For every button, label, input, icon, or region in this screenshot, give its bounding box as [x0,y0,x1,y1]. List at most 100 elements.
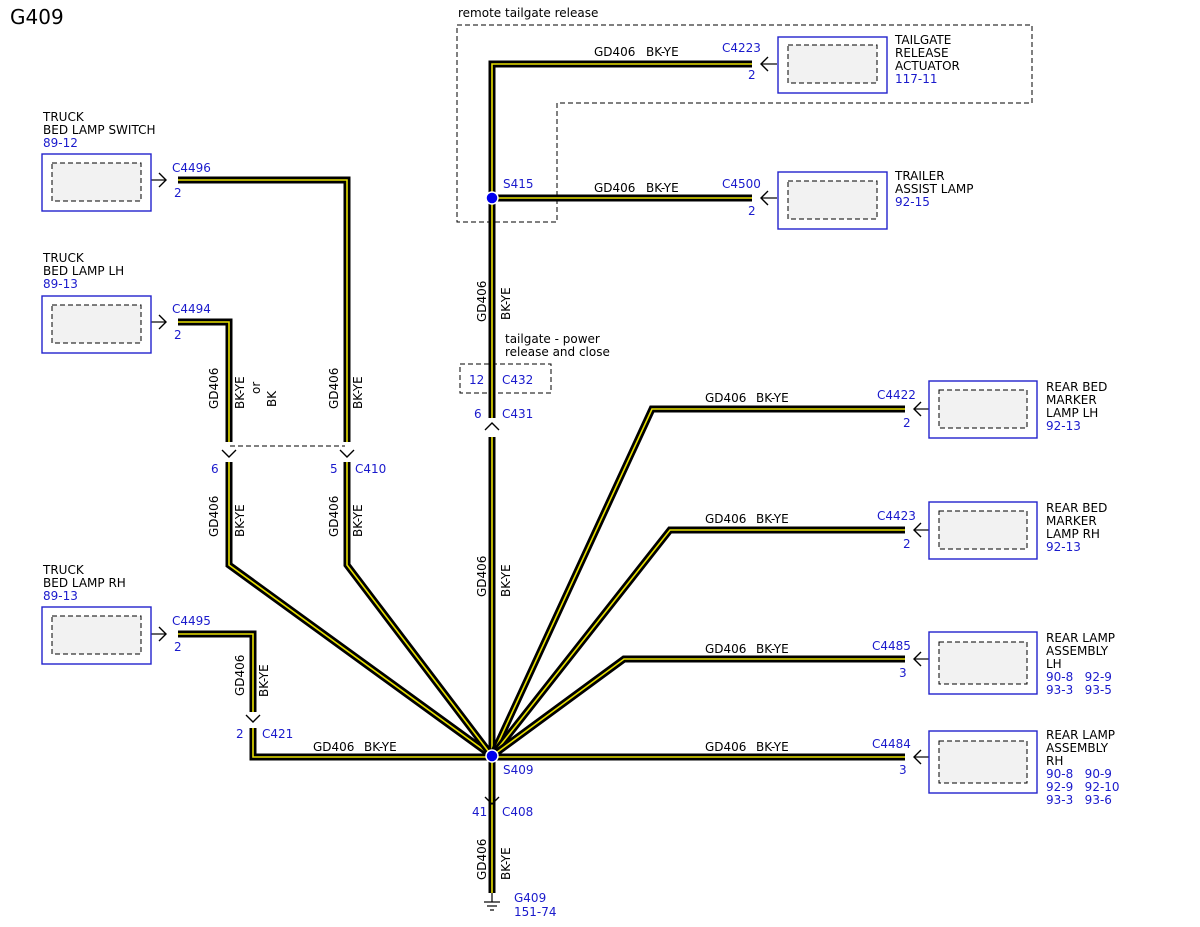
svg-text:BED LAMP SWITCH: BED LAMP SWITCH [43,123,156,137]
connector-c4484: C4484 [872,737,911,751]
c421-pin: 2 [236,727,244,741]
svg-text:GD406: GD406 [594,45,635,59]
svg-text:TAILGATE: TAILGATE [894,33,951,47]
svg-text:REAR LAMP: REAR LAMP [1046,728,1115,742]
svg-text:BK-YE: BK-YE [233,376,247,409]
splice-s409-label: S409 [503,763,534,777]
connector-c408: C408 [502,805,533,819]
svg-text:ACTUATOR: ACTUATOR [895,59,960,73]
svg-text:TRAILER: TRAILER [894,169,945,183]
svg-text:GD406: GD406 [594,181,635,195]
svg-text:BK: BK [265,390,279,407]
svg-text:2: 2 [748,68,756,82]
svg-text:GD406: GD406 [475,556,489,597]
svg-text:2: 2 [903,537,911,551]
svg-text:2: 2 [748,204,756,218]
connector-c421: C421 [262,727,293,741]
remote-tailgate-region [456,24,1033,223]
truck-bed-lamp-rh: TRUCK BED LAMP RH 89-13 C4495 2 [41,563,211,665]
connector-c4223: C4223 [722,41,761,55]
svg-text:LAMP RH: LAMP RH [1046,527,1100,541]
svg-text:BK-YE: BK-YE [233,504,247,537]
svg-text:RH: RH [1046,754,1063,768]
svg-text:BK-YE: BK-YE [351,504,365,537]
svg-text:2: 2 [903,416,911,430]
svg-text:92-13: 92-13 [1046,419,1081,433]
svg-text:BK-YE: BK-YE [364,740,397,754]
svg-text:2: 2 [174,328,182,342]
connector-c4485: C4485 [872,639,911,653]
svg-text:89-12: 89-12 [43,136,78,150]
splice-s415 [485,191,499,205]
svg-text:MARKER: MARKER [1046,393,1097,407]
svg-text:BK-YE: BK-YE [351,376,365,409]
ground-name: G409 [514,891,546,905]
svg-text:90-8 92-9: 90-8 92-9 [1046,670,1112,684]
svg-text:REAR BED: REAR BED [1046,380,1107,394]
connector-c4495: C4495 [172,614,211,628]
svg-text:3: 3 [899,763,907,777]
c410-pin-left: 6 [211,462,219,476]
svg-text:2: 2 [174,186,182,200]
svg-text:or: or [249,382,263,394]
svg-text:92-15: 92-15 [895,195,930,209]
svg-text:89-13: 89-13 [43,277,78,291]
truck-bed-lamp-switch: TRUCK BED LAMP SWITCH 89-12 C4496 2 [41,110,211,212]
svg-text:REAR LAMP: REAR LAMP [1046,631,1115,645]
svg-text:93-3 93-5: 93-3 93-5 [1046,683,1112,697]
svg-text:TRUCK: TRUCK [42,110,85,124]
connector-c4500: C4500 [722,177,761,191]
svg-text:GD406: GD406 [327,496,341,537]
svg-text:RELEASE: RELEASE [895,46,949,60]
trailer-assist-lamp: TRAILER ASSIST LAMP 92-15 C4500 2 [722,169,974,230]
svg-text:BK-YE: BK-YE [257,664,271,697]
c432-box [459,363,552,394]
svg-text:BK-YE: BK-YE [756,391,789,405]
connector-c432: C432 [502,373,533,387]
svg-text:GD406: GD406 [207,368,221,409]
splice-s415-label: S415 [503,177,534,191]
ground-ref: 151-74 [514,905,557,919]
svg-text:GD406: GD406 [327,368,341,409]
wire-labels-vertical: GD406 BK-YE GD406 BK-YE GD406 BK-YE GD40… [207,281,513,880]
svg-text:BK-YE: BK-YE [499,564,513,597]
rear-bed-marker-lamp-rh: REAR BED MARKER LAMP RH 92-13 C4423 2 [877,501,1107,560]
connector-arrows [151,56,929,805]
svg-text:92-13: 92-13 [1046,540,1081,554]
svg-text:MARKER: MARKER [1046,514,1097,528]
svg-text:ASSEMBLY: ASSEMBLY [1046,741,1109,755]
tailgate-release-actuator: TAILGATE RELEASE ACTUATOR 117-11 C4223 2 [722,33,960,94]
svg-text:LAMP LH: LAMP LH [1046,406,1098,420]
svg-text:BK-YE: BK-YE [646,181,679,195]
svg-text:REAR BED: REAR BED [1046,501,1107,515]
connector-c4494: C4494 [172,302,211,316]
connector-c4422: C4422 [877,388,916,402]
svg-text:TRUCK: TRUCK [42,563,85,577]
svg-text:89-13: 89-13 [43,589,78,603]
c410-pin-right: 5 [330,462,338,476]
svg-text:LH: LH [1046,657,1062,671]
connector-c4496: C4496 [172,161,211,175]
svg-text:3: 3 [899,666,907,680]
svg-text:GD406: GD406 [705,642,746,656]
wire-harness [178,60,905,893]
svg-text:BED LAMP RH: BED LAMP RH [43,576,126,590]
splice-s409 [485,749,499,763]
rear-lamp-assembly-lh: REAR LAMP ASSEMBLY LH 90-8 92-9 93-3 93-… [872,631,1115,697]
c431-pin: 6 [474,407,482,421]
svg-text:BK-YE: BK-YE [499,287,513,320]
svg-text:BK-YE: BK-YE [756,642,789,656]
svg-text:BK-YE: BK-YE [499,847,513,880]
svg-text:117-11: 117-11 [895,72,938,86]
svg-text:GD406: GD406 [233,655,247,696]
connector-c431: C431 [502,407,533,421]
rear-bed-marker-lamp-lh: REAR BED MARKER LAMP LH 92-13 C4422 2 [877,380,1107,439]
svg-text:GD406: GD406 [705,740,746,754]
svg-text:GD406: GD406 [313,740,354,754]
power-release-label-1: tailgate - power [505,332,600,346]
svg-text:GD406: GD406 [705,512,746,526]
svg-text:2: 2 [174,640,182,654]
power-release-label-2: release and close [505,345,610,359]
